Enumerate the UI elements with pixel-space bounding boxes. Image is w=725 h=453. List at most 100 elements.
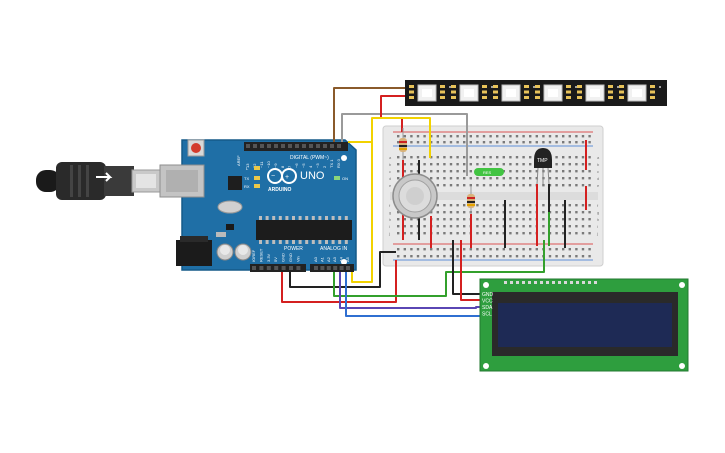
analog-pin-hole[interactable]	[320, 266, 325, 270]
analog-pin-hole[interactable]	[314, 266, 318, 270]
breadboard-row-label: h	[597, 217, 599, 222]
power-header-label: POWER	[284, 246, 303, 252]
analog-pin-label: A4	[339, 256, 344, 262]
power-pin-label: Vin	[295, 256, 300, 262]
power-pin-label: 3.3V	[266, 253, 271, 262]
analog-pin-label: A3	[332, 256, 337, 262]
digital-pin-label: TX 1	[329, 159, 334, 168]
analog-pin-hole[interactable]	[339, 266, 344, 270]
digital-pin-label: RX 0	[336, 158, 341, 168]
gas-sensor[interactable]	[392, 173, 438, 219]
digital-pin-hole[interactable]	[302, 144, 306, 148]
board-brand: ARDUINO	[268, 187, 291, 193]
power-pin-hole[interactable]	[289, 266, 293, 270]
digital-pin-hole[interactable]	[316, 144, 320, 148]
analog-pin-label: A2	[326, 256, 331, 262]
digital-pin-hole[interactable]	[288, 144, 292, 148]
breadboard-row-label: d	[597, 176, 599, 181]
breadboard-row-label: e	[597, 183, 600, 188]
lcd-screen	[498, 303, 672, 347]
breadboard-row-label: c	[597, 169, 599, 174]
digital-pin-hole[interactable]	[309, 144, 313, 148]
resistor-label: RES	[483, 170, 492, 175]
resistor-top[interactable]	[399, 128, 407, 160]
breadboard-row-label: c	[389, 169, 391, 174]
analog-header	[310, 264, 354, 272]
power-pin-hole[interactable]	[252, 266, 256, 270]
breadboard-row-label: d	[389, 176, 391, 181]
analog-pin-hole[interactable]	[333, 266, 338, 270]
breadboard-row-label: e	[389, 183, 392, 188]
power-jack	[176, 240, 212, 266]
breadboard-row-label: b	[597, 162, 600, 167]
analog-pin-hole[interactable]	[326, 266, 331, 270]
breadboard-row-label: i	[597, 224, 598, 229]
usb-cable	[36, 162, 161, 200]
digital-header-label: DIGITAL (PWM~)	[290, 155, 329, 161]
digital-pin-label: 13	[245, 163, 250, 168]
digital-pin-hole[interactable]	[260, 144, 264, 148]
digital-pin-label: ~10	[266, 160, 271, 168]
power-pin-hole[interactable]	[296, 266, 301, 270]
power-pin-hole[interactable]	[274, 266, 279, 270]
breadboard-row-label: j	[388, 231, 390, 236]
temperature-sensor[interactable]: TMP	[534, 148, 552, 185]
temp-sensor-label: TMP	[537, 158, 548, 164]
power-pin-label: GND	[288, 253, 293, 262]
breadboard-row-label: f	[389, 203, 391, 208]
led-on-label: ON	[342, 176, 348, 181]
digital-pin-hole[interactable]	[330, 144, 334, 148]
lcd-pin-label: SDA	[482, 305, 493, 311]
breadboard-row-label: a	[389, 155, 392, 160]
digital-pin-hole[interactable]	[281, 144, 285, 148]
arduino-logo: − +	[267, 168, 297, 184]
lcd-pin-label: GND	[482, 292, 494, 298]
neopixel-strip[interactable]	[405, 80, 667, 106]
digital-pin-label: 12	[252, 163, 257, 168]
digital-pin-label: ~3	[315, 163, 320, 168]
digital-pin-label: ~5	[301, 163, 306, 168]
digital-pin-label: ~6	[294, 163, 299, 168]
breadboard-row-label: i	[389, 224, 390, 229]
breadboard-row-label: g	[597, 210, 599, 215]
digital-pin-label: 4	[308, 165, 313, 168]
power-pin-label: 5V	[273, 257, 278, 262]
resistor-middle[interactable]	[467, 186, 475, 214]
power-pin-label: IOREF	[251, 249, 256, 262]
digital-pin-hole[interactable]	[295, 144, 299, 148]
aref-label: AREF	[236, 155, 241, 166]
crystal	[217, 200, 243, 214]
led-l-label: L	[246, 166, 249, 171]
power-pin-hole[interactable]	[281, 266, 286, 270]
power-pin-label: GND	[281, 253, 286, 262]
digital-pin-hole[interactable]	[253, 144, 257, 148]
digital-pin-hole[interactable]	[274, 144, 278, 148]
digital-pin-label: ~11	[259, 161, 264, 168]
breadboard-row-label: h	[389, 217, 391, 222]
digital-pin-hole[interactable]	[267, 144, 271, 148]
led-rx-label: RX	[244, 184, 250, 189]
digital-pin-hole[interactable]	[246, 144, 250, 148]
wires	[281, 87, 587, 317]
digital-pin-label: 8	[280, 165, 285, 168]
power-pin-label: RESET	[258, 248, 263, 262]
lcd-pin-label: SCL	[482, 312, 492, 318]
digital-pin-hole[interactable]	[323, 144, 327, 148]
power-pin-hole[interactable]	[259, 266, 264, 270]
svg-text:+: +	[285, 174, 289, 181]
digital-pin-hole[interactable]	[337, 144, 341, 148]
green-resistor[interactable]: RES	[474, 168, 504, 176]
breadboard-row-label: a	[597, 155, 600, 160]
analog-pin-hole[interactable]	[346, 266, 350, 270]
analog-header-label: ANALOG IN	[320, 246, 348, 252]
breadboard-row-label: j	[596, 231, 598, 236]
analog-pin-label: A1	[319, 256, 324, 262]
svg-text:−: −	[271, 173, 275, 180]
breadboard-row-label: f	[597, 203, 599, 208]
breadboard-row-label: b	[389, 162, 392, 167]
digital-pin-label: 2	[322, 165, 327, 168]
power-pin-hole[interactable]	[266, 266, 271, 270]
